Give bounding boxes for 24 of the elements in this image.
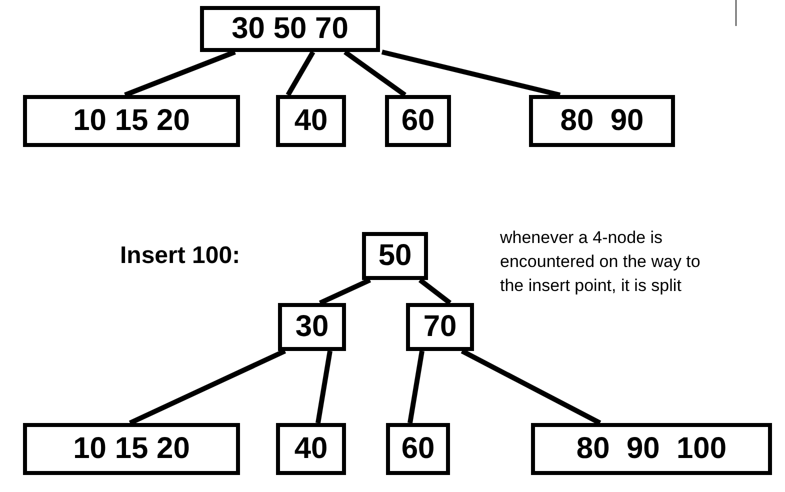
tree-edge	[381, 50, 561, 98]
tree-edge	[408, 350, 424, 424]
tree-edge	[316, 350, 332, 424]
tree-edge	[318, 278, 372, 306]
tree-node: 60	[386, 423, 450, 475]
tree-node: 40	[276, 95, 346, 147]
tree-node: 30 50 70	[200, 6, 380, 52]
tree-edge	[124, 50, 236, 98]
tree-edge	[128, 348, 286, 426]
tree-node: 80 90	[529, 95, 675, 147]
tree-edge	[460, 348, 602, 426]
tree-node: 50	[362, 232, 428, 280]
tree-edge	[344, 50, 406, 98]
tree-node: 80 90 100	[531, 423, 772, 475]
tree-node: 10 15 20	[23, 95, 240, 147]
tree-node: 10 15 20	[23, 423, 240, 475]
tree-node: 30	[278, 303, 346, 351]
tree-node: 60	[385, 95, 451, 147]
tree-edge	[286, 50, 316, 96]
tree-edge	[418, 278, 452, 305]
step-heading: Insert 100:	[120, 242, 240, 270]
tree-node: 70	[406, 303, 474, 351]
tree-node: 40	[276, 423, 346, 475]
note-text: whenever a 4-node is encountered on the way to the insert point, it is split	[500, 227, 702, 297]
